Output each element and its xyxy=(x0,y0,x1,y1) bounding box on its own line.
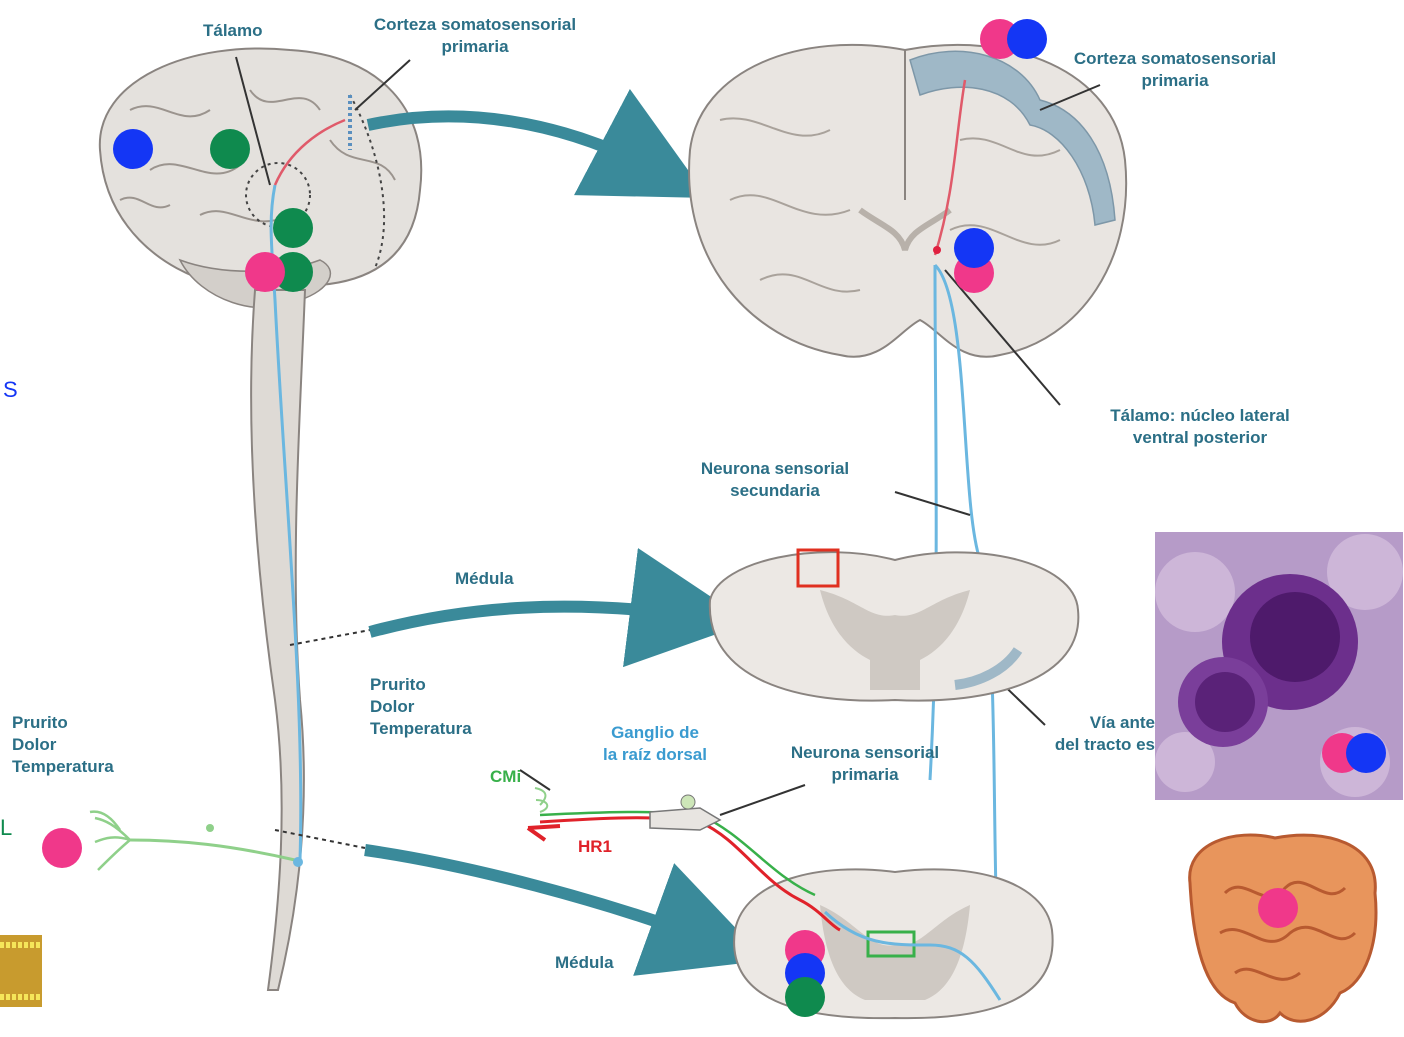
label-ganglio: Ganglio de la raíz dorsal xyxy=(555,722,755,766)
label-corteza-right: Corteza somatosensorial primaria xyxy=(1035,48,1315,92)
label-corteza-left-line1: Corteza somatosensorial xyxy=(335,14,615,36)
marker-brain-green xyxy=(210,129,250,169)
symptom-mid-temperatura: Temperatura xyxy=(370,718,472,740)
marker-thalamus-green-upper xyxy=(273,208,313,248)
label-talamo-nucleo: Tálamo: núcleo lateral ventral posterior xyxy=(1060,405,1340,449)
symptom-left-prurito: Prurito xyxy=(12,712,114,734)
label-corteza-right-line2: primaria xyxy=(1035,70,1315,92)
marker-cortex-blue xyxy=(1007,19,1047,59)
membrane-bilayer-icon xyxy=(0,935,42,1007)
marker-brain-blue xyxy=(113,129,153,169)
marker-coronal-blue xyxy=(954,228,994,268)
label-via-line2: del tracto es xyxy=(1020,734,1155,756)
marker-skin-pink xyxy=(42,828,82,868)
symptoms-left: Prurito Dolor Temperatura xyxy=(12,712,114,778)
label-neurona-secundaria-line1: Neurona sensorial xyxy=(660,458,890,480)
symptom-left-temperatura: Temperatura xyxy=(12,756,114,778)
label-ganglio-line1: Ganglio de xyxy=(555,722,755,744)
label-corteza-left: Corteza somatosensorial primaria xyxy=(335,14,615,58)
intestine-icon xyxy=(1175,823,1390,1033)
label-via-line1: Vía ante xyxy=(1020,712,1155,734)
marker-intestine-pink xyxy=(1258,888,1298,928)
label-talamo-nucleo-line2: ventral posterior xyxy=(1060,427,1340,449)
marker-mastcell-blue xyxy=(1346,733,1386,773)
edge-letter-l: L xyxy=(0,816,12,840)
symptom-mid-prurito: Prurito xyxy=(370,674,472,696)
label-hr1: HR1 xyxy=(578,836,612,858)
marker-thalamus-pink xyxy=(245,252,285,292)
label-corteza-left-line2: primaria xyxy=(335,36,615,58)
label-talamo: Tálamo xyxy=(203,20,263,42)
label-medula-upper: Médula xyxy=(455,568,514,590)
label-via-anterolateral: Vía ante del tracto es xyxy=(1020,712,1155,756)
label-neurona-secundaria: Neurona sensorial secundaria xyxy=(660,458,890,502)
symptom-mid-dolor: Dolor xyxy=(370,696,472,718)
edge-letter-s: S xyxy=(3,378,18,402)
spinal-cord-section-upper-icon xyxy=(710,550,1079,701)
symptom-left-dolor: Dolor xyxy=(12,734,114,756)
label-neurona-primaria: Neurona sensorial primaria xyxy=(750,742,980,786)
label-medula-lower: Médula xyxy=(555,952,614,974)
label-ganglio-line2: la raíz dorsal xyxy=(555,744,755,766)
marker-cord-green xyxy=(785,977,825,1017)
symptoms-mid: Prurito Dolor Temperatura xyxy=(370,674,472,740)
label-corteza-right-line1: Corteza somatosensorial xyxy=(1035,48,1315,70)
label-neurona-primaria-line2: primaria xyxy=(750,764,980,786)
peripheral-nerve-icon xyxy=(90,812,303,870)
label-cmi: CMi xyxy=(490,766,521,788)
label-talamo-nucleo-line1: Tálamo: núcleo lateral xyxy=(1060,405,1340,427)
label-neurona-primaria-line1: Neurona sensorial xyxy=(750,742,980,764)
label-neurona-secundaria-line2: secundaria xyxy=(660,480,890,502)
